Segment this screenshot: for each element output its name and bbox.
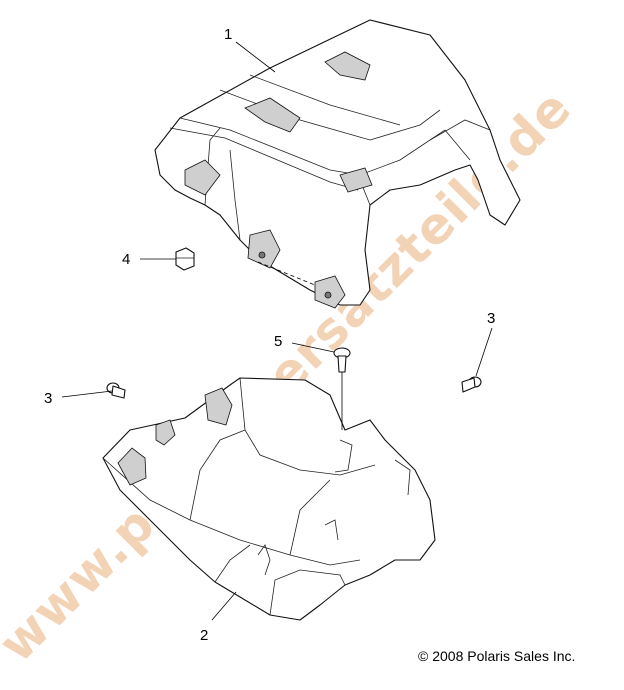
screw-part-3-left bbox=[106, 382, 126, 399]
screw-part-3-right bbox=[461, 376, 482, 393]
callout-2: 2 bbox=[200, 627, 208, 644]
lower-console-part bbox=[102, 377, 436, 621]
screw-part-5 bbox=[333, 347, 351, 373]
copyright-text: © 2008 Polaris Sales Inc. bbox=[418, 648, 575, 664]
callout-3-left: 3 bbox=[44, 390, 52, 407]
callout-5: 5 bbox=[274, 333, 282, 350]
clip-part bbox=[175, 247, 195, 271]
callout-4: 4 bbox=[122, 251, 130, 268]
leader-lines bbox=[61, 41, 493, 621]
upper-cover-part bbox=[154, 19, 521, 309]
callout-3-right: 3 bbox=[487, 310, 495, 327]
callout-1: 1 bbox=[224, 26, 232, 43]
